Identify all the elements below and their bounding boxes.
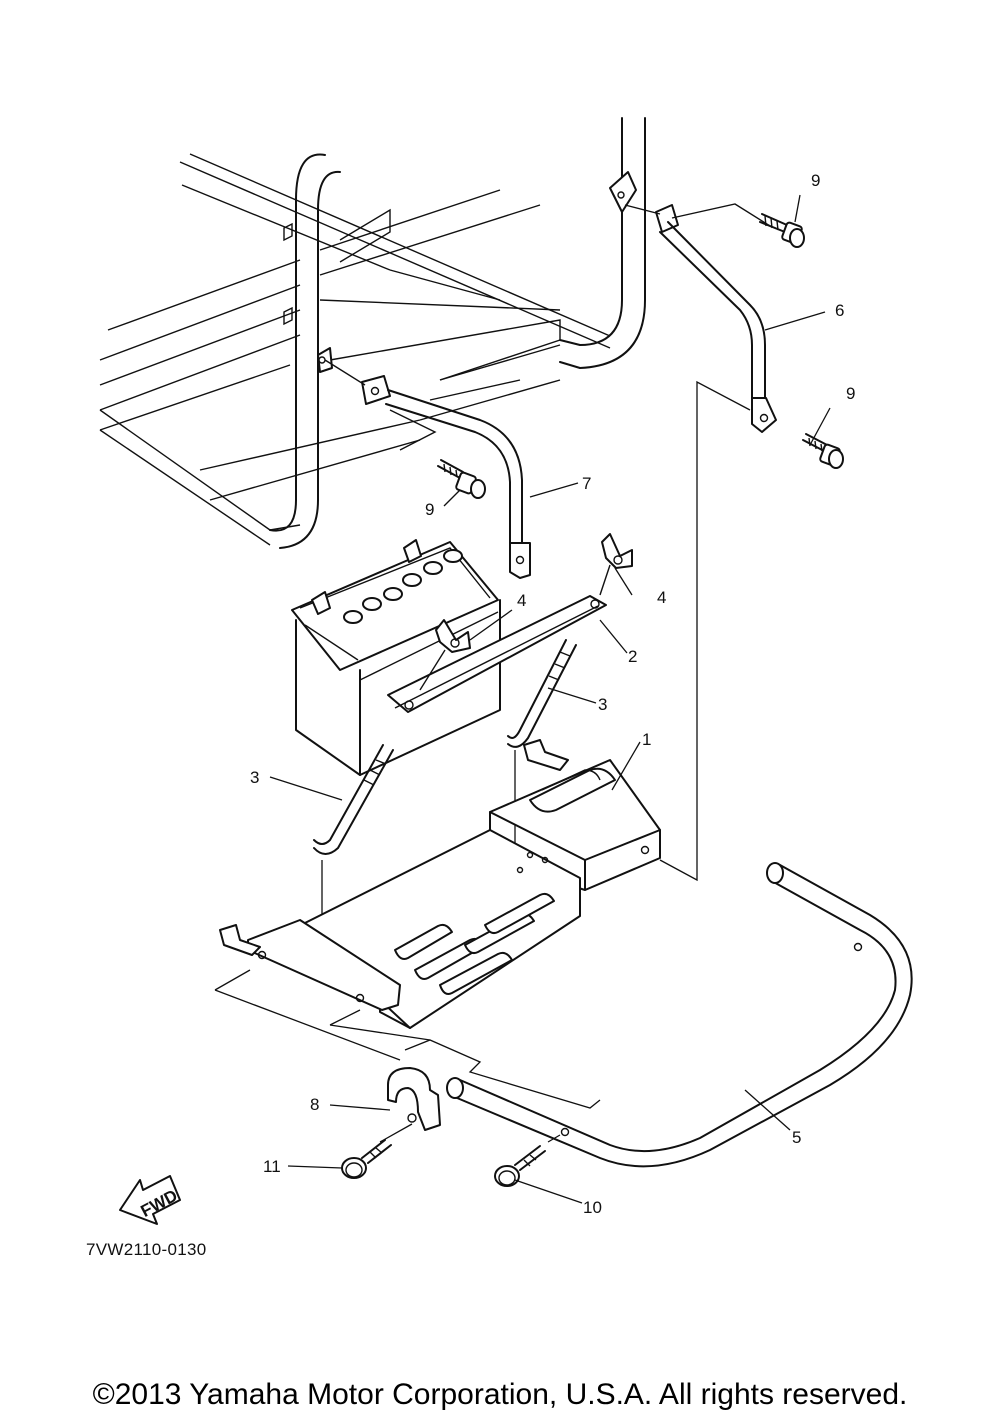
callout-4-left: 4 — [517, 591, 526, 610]
callout-7: 7 — [582, 474, 591, 493]
callout-5: 5 — [792, 1128, 801, 1147]
leader-lines — [269, 194, 831, 1204]
copyright-notice: ©2013 Yamaha Motor Corporation, U.S.A. A… — [92, 1378, 908, 1411]
bolt-9-middle[interactable] — [802, 433, 844, 469]
battery — [291, 539, 501, 776]
stay-7[interactable] — [324, 359, 531, 579]
callout-3-right: 3 — [598, 695, 607, 714]
stay-6[interactable] — [624, 203, 777, 433]
battery-tray-1[interactable] — [214, 380, 751, 1061]
bolt-10[interactable] — [494, 1134, 561, 1187]
vehicle-frame — [99, 117, 646, 549]
bolt-11[interactable] — [341, 1139, 392, 1179]
bolt-9-left[interactable] — [437, 459, 486, 499]
wing-nut-4-right[interactable] — [599, 533, 633, 596]
fwd-arrow-icon: FWD — [119, 1175, 181, 1225]
callout-3-left: 3 — [250, 768, 259, 787]
callout-10: 10 — [583, 1198, 602, 1217]
callout-11: 11 — [263, 1157, 281, 1176]
callout-9-left: 9 — [425, 500, 434, 519]
callout-4-right: 4 — [657, 588, 666, 607]
guard-bar-5[interactable] — [404, 862, 913, 1168]
clamp-8[interactable] — [379, 1067, 441, 1143]
j-bolt-3-left[interactable] — [313, 744, 394, 920]
callout-9-top: 9 — [811, 171, 820, 190]
diagram-code: 7VW2110-0130 — [86, 1240, 207, 1259]
callout-8: 8 — [310, 1095, 319, 1114]
battery-hold-bar-2[interactable] — [387, 595, 607, 713]
callout-2: 2 — [628, 647, 637, 666]
wing-nut-4-left[interactable] — [419, 619, 471, 691]
bolt-9-top[interactable] — [759, 213, 805, 248]
callout-1: 1 — [642, 730, 651, 749]
callout-6: 6 — [835, 301, 844, 320]
callout-labels: 1 2 3 3 4 4 5 6 7 8 9 9 9 10 11 — [250, 171, 855, 1217]
callout-9-middle: 9 — [846, 384, 855, 403]
